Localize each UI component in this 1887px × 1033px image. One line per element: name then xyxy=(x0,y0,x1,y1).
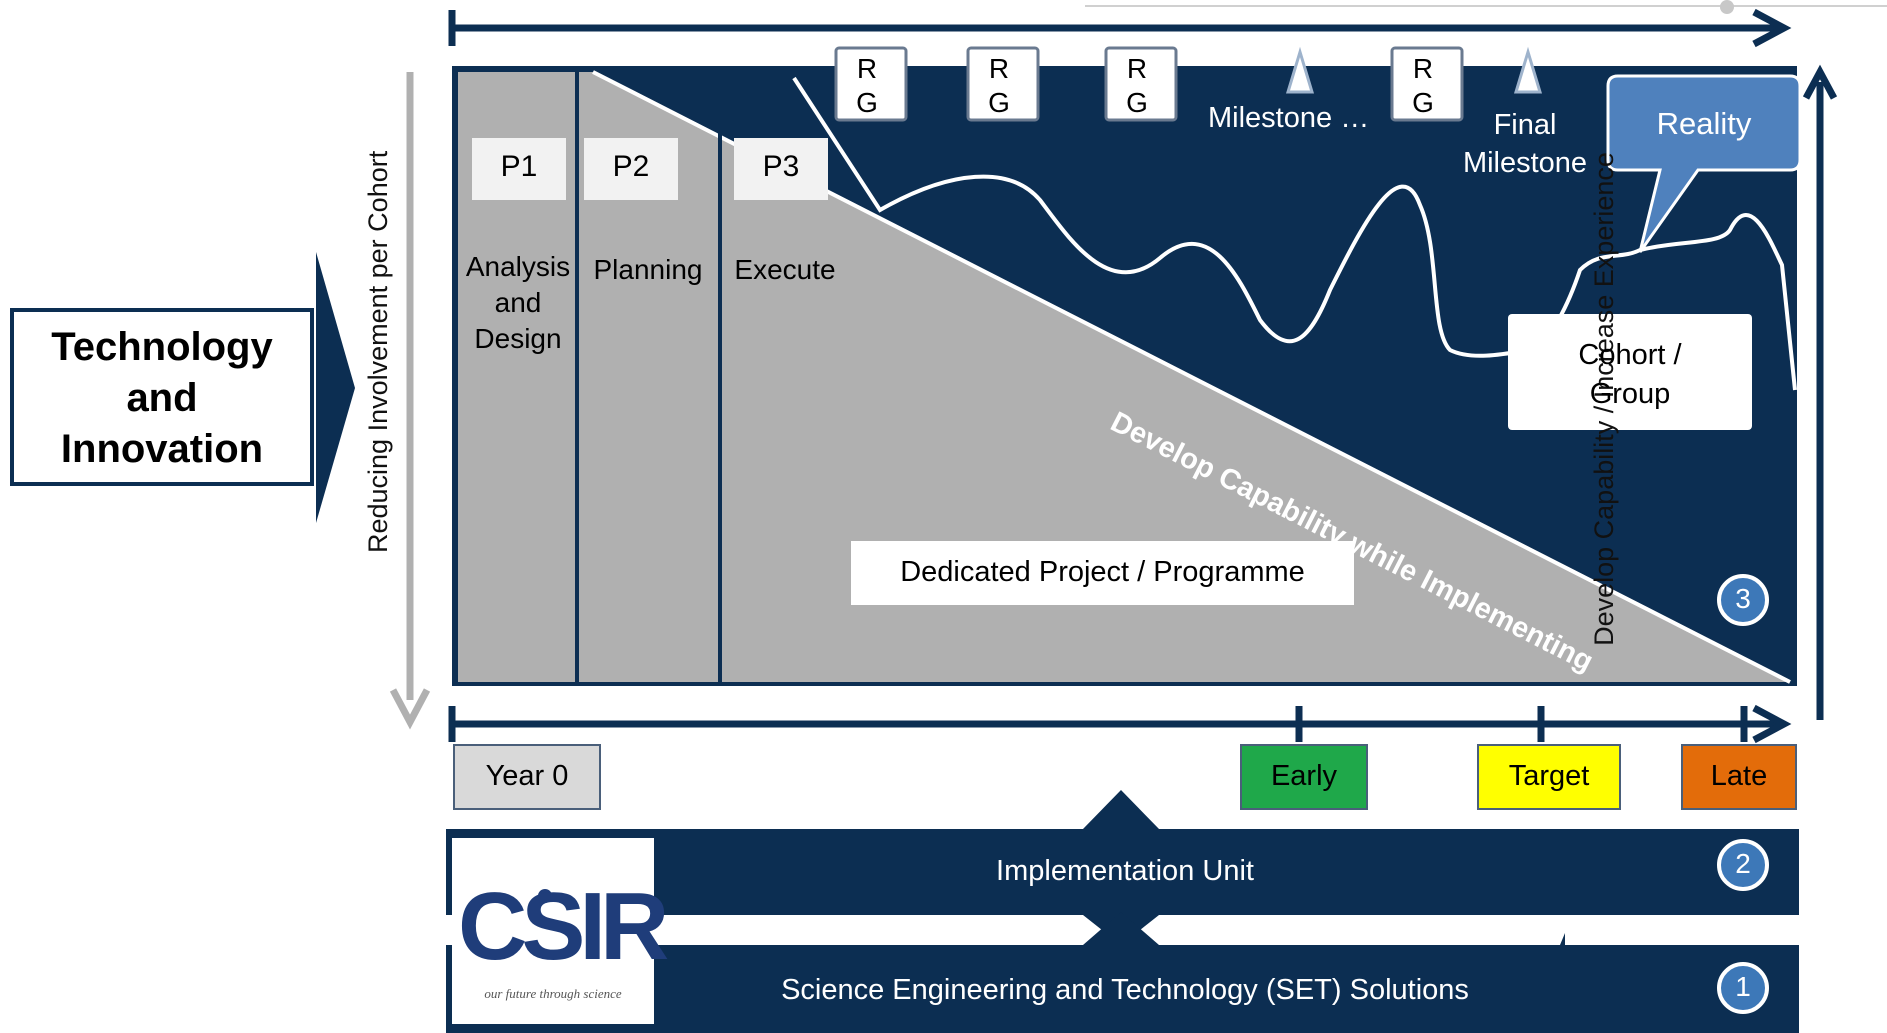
badge-2 xyxy=(1717,839,1769,891)
left-chevron xyxy=(316,252,355,523)
final-milestone-label: Final Milestone xyxy=(1462,109,1588,179)
timeline-early-label: Early xyxy=(1270,760,1338,792)
final-milestone-icon xyxy=(1513,46,1543,94)
csir-logo-panel xyxy=(452,838,654,1024)
badge-3-number: 3 xyxy=(1735,583,1751,614)
reality-callout xyxy=(1606,74,1802,253)
cohort-box xyxy=(1508,314,1752,430)
timeline-early-box xyxy=(1240,744,1368,810)
reality-label: Reality xyxy=(1656,106,1752,141)
badge-1-number: 1 xyxy=(1735,971,1751,1002)
phase-tag-p2: P2 xyxy=(612,150,650,183)
phase-name-p2: Planning xyxy=(593,254,703,285)
technology-innovation-label: Technology and Innovation xyxy=(12,322,312,475)
timeline-late-label: Late xyxy=(1710,760,1768,792)
badge-1 xyxy=(1717,962,1769,1014)
implementation-bar xyxy=(446,790,1799,945)
badge-3 xyxy=(1717,574,1769,626)
csir-tagline: our future through science xyxy=(484,986,622,1001)
timeline-year0-box xyxy=(453,744,601,810)
timeline-target-box xyxy=(1477,744,1621,810)
timeline-late-box xyxy=(1681,744,1797,810)
badge-2-number: 2 xyxy=(1735,848,1751,879)
innovation-line: Innovation xyxy=(60,427,264,471)
technology-line: Technology xyxy=(51,325,273,369)
and-line: and xyxy=(126,376,198,420)
implementation-unit-label: Implementation Unit xyxy=(996,855,1254,887)
milestone-icon xyxy=(1285,46,1315,94)
left-axis-label: Reducing Involvement per Cohort xyxy=(363,150,393,553)
dedicated-area xyxy=(456,72,1790,682)
timeline-target-label: Target xyxy=(1508,760,1590,792)
milestone-label: Milestone … xyxy=(1208,102,1370,134)
timeline-year0-label: Year 0 xyxy=(485,760,569,792)
dedicated-box xyxy=(851,541,1354,605)
phase-tag-p3: P3 xyxy=(762,150,800,183)
phase-tag-p1: P1 xyxy=(500,150,538,183)
set-bar xyxy=(446,912,1799,1033)
phase-name-p3: Execute xyxy=(734,254,836,285)
set-solutions-label: Science Engineering and Technology (SET)… xyxy=(781,974,1469,1006)
dedicated-label: Dedicated Project / Programme xyxy=(900,556,1305,588)
technology-innovation-box xyxy=(10,308,314,486)
cohort-label: Cohort / Group xyxy=(1578,339,1682,410)
gate-icon xyxy=(834,46,1464,122)
csir-logo: CSIR xyxy=(458,873,669,980)
phase-name-p1: Analysis and Design xyxy=(465,251,571,354)
